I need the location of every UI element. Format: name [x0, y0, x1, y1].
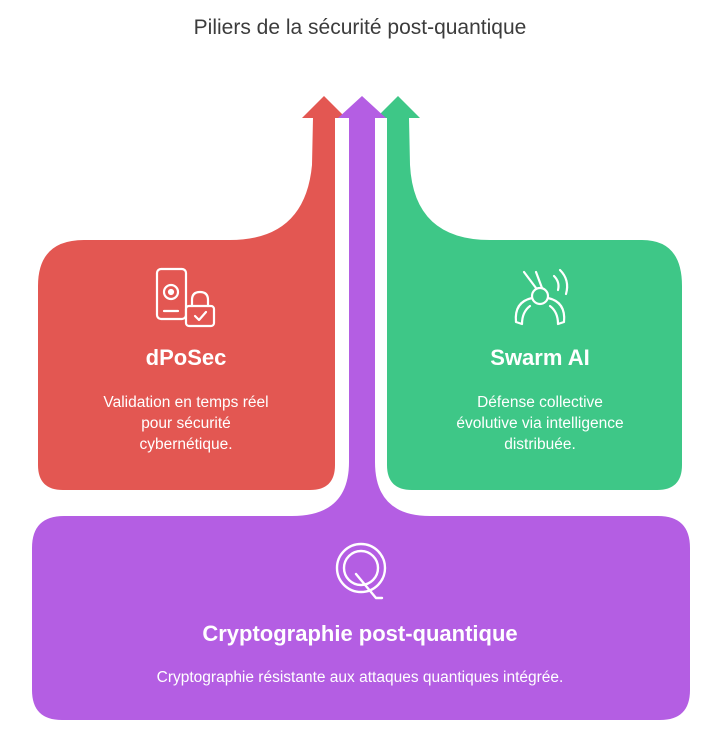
dposec-description-line: cybernétique. [139, 436, 233, 453]
crypto-pillar-shape [32, 96, 690, 720]
swarm-description-line: Défense collective [477, 394, 603, 411]
crypto-title: Cryptographie post-quantique [202, 621, 518, 646]
page-title: Piliers de la sécurité post-quantique [193, 16, 527, 39]
swarm-title: Swarm AI [490, 345, 590, 370]
swarm-description: Défense collective évolutive via intelli… [418, 392, 662, 455]
letter-q-icon [335, 542, 387, 600]
dposec-description: Validation en temps réel pour sécurité c… [68, 392, 304, 455]
dposec-pillar-shape [38, 96, 346, 490]
crypto-description-line: Cryptographie résistante aux attaques qu… [156, 669, 564, 686]
swarm-description-line: distribuée. [504, 436, 576, 453]
phone-lock-icon [155, 267, 216, 328]
swarm-pillar-body [376, 96, 682, 490]
dposec-description-line: pour sécurité [141, 415, 231, 432]
crypto-description: Cryptographie résistante aux attaques qu… [60, 667, 660, 688]
robotic-arm-wireless-icon [514, 268, 569, 326]
dposec-description-line: Validation en temps réel [103, 394, 269, 411]
dposec-title: dPoSec [145, 345, 227, 370]
swarm-description-line: évolutive via intelligence [456, 415, 624, 432]
